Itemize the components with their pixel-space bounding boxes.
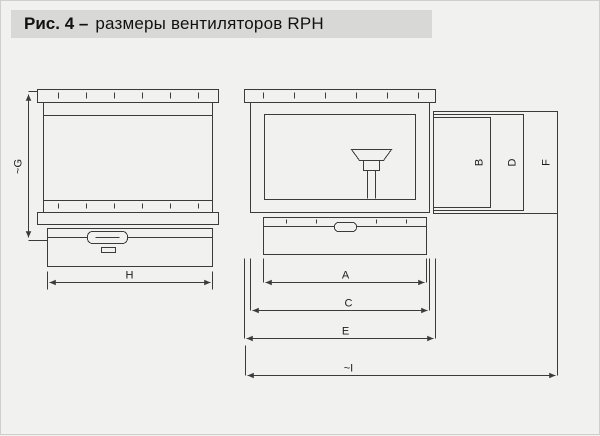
screw-ticks-top [58,92,199,99]
figure-title-band: Рис. 4 – размеры вентиляторов RPH [11,10,432,38]
tray-latch [101,247,116,253]
motor-body [363,160,380,171]
right-inner-opening [264,114,416,200]
left-tray [47,228,213,267]
dim-label-e: E [342,326,349,338]
dim-g: ~G [13,91,48,241]
screw-ticks-tray [286,219,407,224]
right-top-flange [244,89,436,103]
dim-label-g: ~G [13,159,25,174]
dim-i: ~I [245,213,558,379]
figure-number: Рис. 4 – [24,14,89,33]
left-body [43,102,213,213]
dim-e-ext [244,258,436,339]
left-view [37,89,219,267]
right-body [250,102,430,213]
dim-h: H [47,270,213,290]
motor-cone [350,149,393,161]
screw-ticks-bottom [58,203,199,209]
dim-label-f: F [541,159,553,166]
dim-e: E [244,258,436,342]
dim-label-i: ~I [344,363,353,375]
right-view [244,89,436,255]
dim-h-ext [47,271,213,290]
dim-label-c: C [345,298,353,310]
dim-label-h: H [126,270,134,282]
dim-a: A [263,258,427,286]
dim-label-d: D [507,158,519,166]
panel-b [433,117,491,208]
dim-a-ext [263,258,427,283]
screw-ticks-right-flange [263,92,419,99]
dim-c-ext [250,258,430,311]
dim-label-b: B [474,159,486,166]
tray-handle-front [334,222,357,232]
side-panels: B D F [433,111,558,214]
left-bottom-flange [37,212,219,225]
dim-c: C [250,258,430,314]
dim-label-a: A [342,270,350,282]
motor-support [367,170,376,199]
figure-title: размеры вентиляторов RPH [95,14,324,33]
left-top-flange [37,89,219,103]
